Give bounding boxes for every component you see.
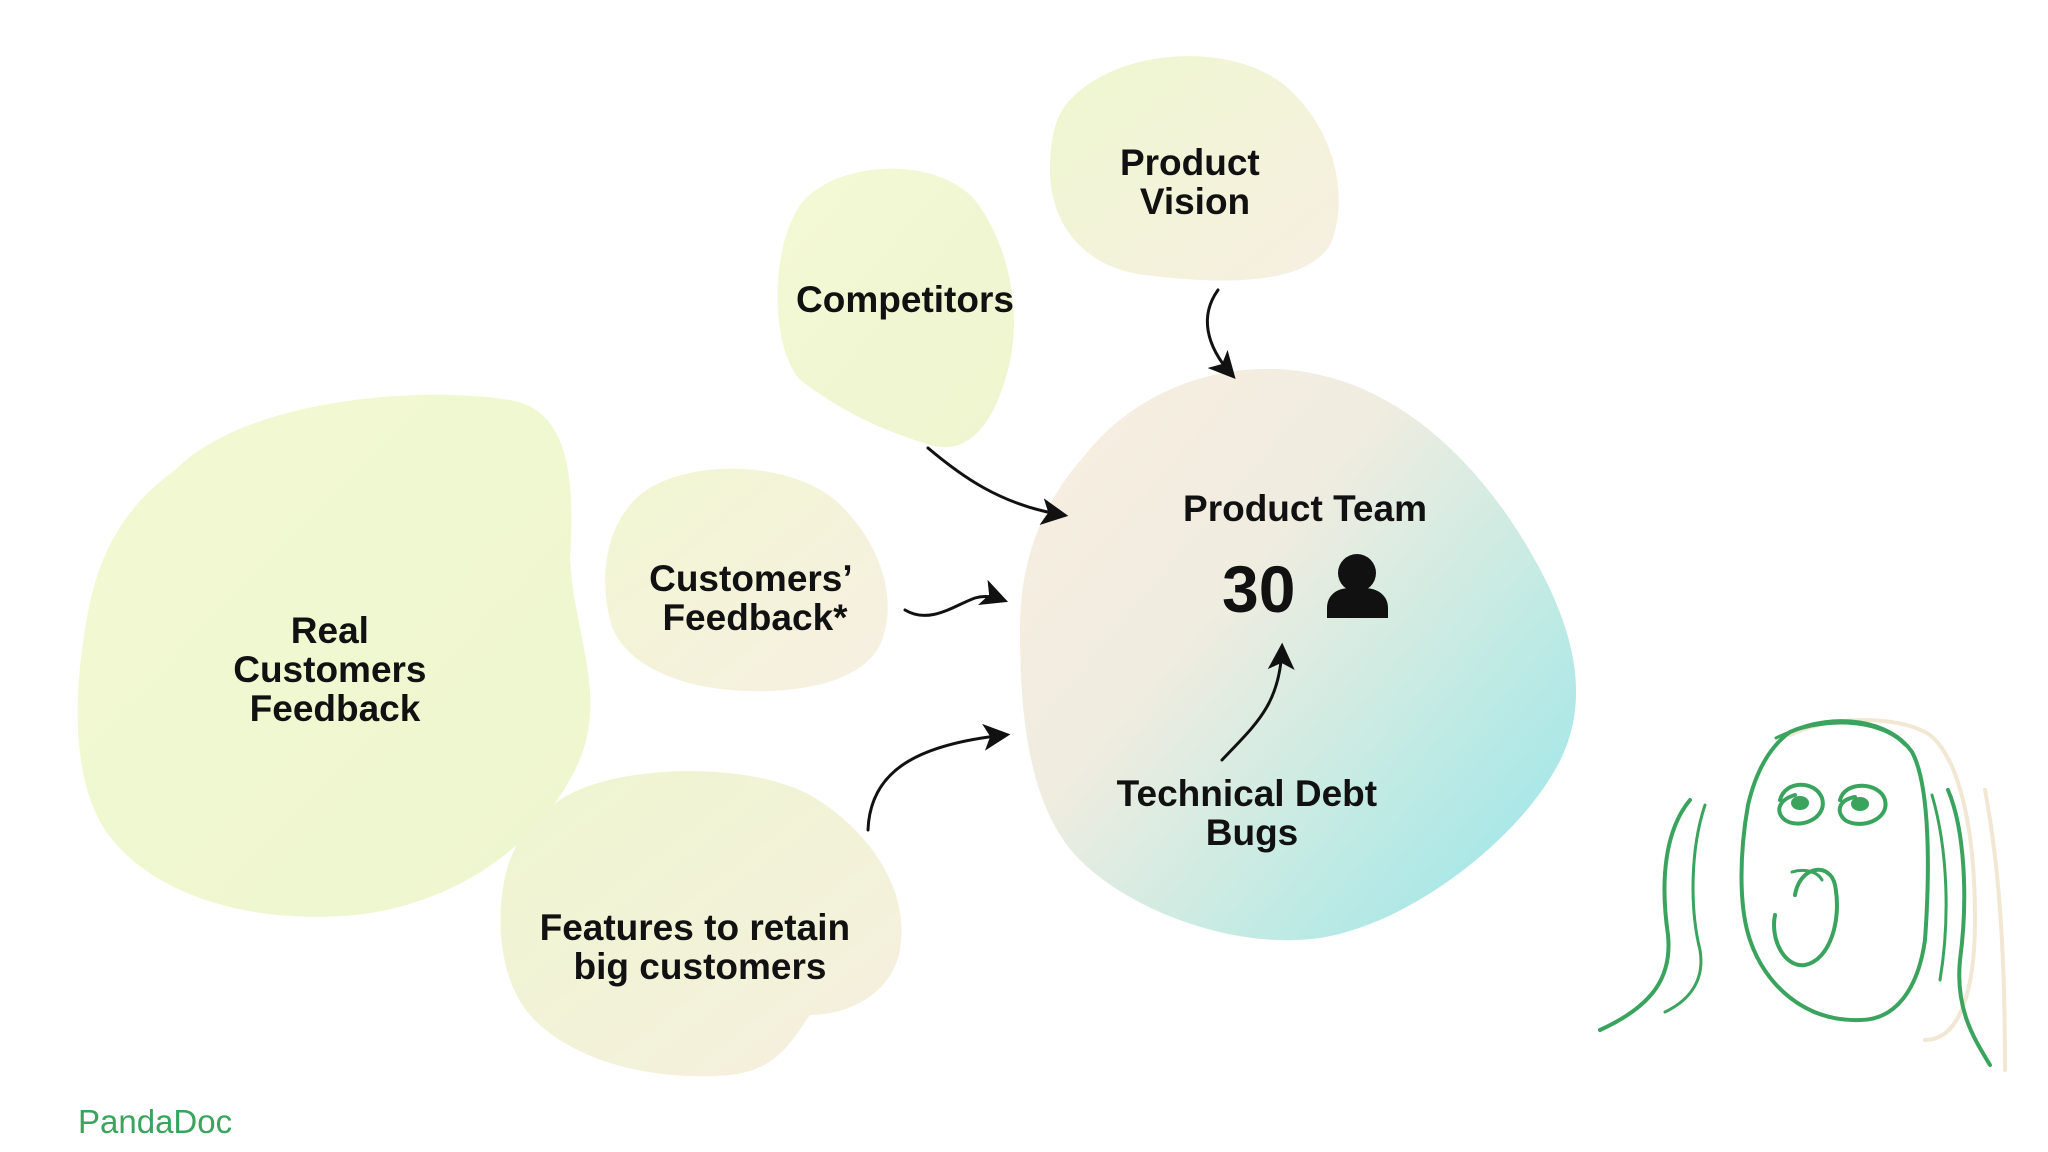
label-technical-debt-line-1: Technical Debt bbox=[1117, 773, 1377, 814]
arrow-customers-feedback-to-team bbox=[903, 579, 1009, 617]
arrows bbox=[866, 288, 1295, 832]
node-customers-feedback: Customers’ Feedback* bbox=[605, 468, 888, 692]
label-competitors: Competitors bbox=[796, 279, 1014, 320]
pandadoc-logo: PandaDoc bbox=[78, 1103, 232, 1140]
label-features-big-customers-line-2: big customers bbox=[574, 946, 827, 987]
face-shadow-stroke bbox=[1788, 718, 1977, 1042]
label-product-vision-line-2: Vision bbox=[1140, 181, 1250, 222]
label-technical-debt: Technical Debt Bugs bbox=[1117, 773, 1388, 853]
blob-customers-feedback bbox=[605, 468, 888, 692]
label-features-big-customers: Features to retain big customers bbox=[540, 907, 861, 987]
label-customers-feedback-line-1: Customers’ bbox=[649, 558, 851, 599]
face-hand-right bbox=[1946, 788, 1992, 1067]
face-mouth-inner bbox=[1790, 868, 1824, 882]
label-real-customers-feedback-line-2: Customers bbox=[233, 649, 426, 690]
face-eye-left bbox=[1777, 782, 1825, 826]
person-icon-body bbox=[1327, 588, 1388, 618]
face-mouth bbox=[1772, 867, 1839, 968]
label-technical-debt-line-2: Bugs bbox=[1206, 812, 1299, 853]
arrow-vision-to-team bbox=[1205, 288, 1236, 380]
face-shadow-hand-right bbox=[1983, 788, 2007, 1072]
face-hand-right-2 bbox=[1930, 793, 1948, 982]
arrow-tech-debt-to-team bbox=[1220, 642, 1295, 762]
arrow-competitors-to-team bbox=[926, 446, 1069, 525]
label-customers-feedback-line-2: Feedback* bbox=[662, 597, 848, 638]
node-real-customers-feedback: Real Customers Feedback bbox=[77, 394, 591, 917]
blob-competitors bbox=[777, 168, 1014, 448]
face-hand-left-2 bbox=[1663, 803, 1707, 1014]
product-team-title: Product Team bbox=[1183, 488, 1427, 529]
face-pupil-right bbox=[1851, 797, 1869, 811]
node-product-team: Product Team 30 bbox=[1020, 368, 1577, 941]
screaming-face-icon bbox=[1598, 718, 2007, 1072]
face-head-outline bbox=[1739, 719, 1930, 1023]
person-icon-head bbox=[1338, 554, 1376, 592]
face-hand-left bbox=[1598, 798, 1692, 1032]
node-features-big-customers: Features to retain big customers bbox=[500, 771, 902, 1077]
product-team-count: 30 bbox=[1222, 552, 1295, 626]
label-competitors-line-1: Competitors bbox=[796, 279, 1014, 320]
label-product-vision-line-1: Product bbox=[1120, 142, 1260, 183]
node-technical-debt: Technical Debt Bugs bbox=[1117, 773, 1388, 853]
label-real-customers-feedback: Real Customers Feedback bbox=[233, 610, 437, 729]
blob-real-customers-feedback bbox=[77, 394, 591, 917]
blob-features-big-customers bbox=[500, 771, 902, 1077]
label-product-vision: Product Vision bbox=[1120, 142, 1270, 222]
face-eye-right bbox=[1837, 783, 1888, 826]
arrow-features-to-team bbox=[866, 723, 1011, 832]
node-competitors: Competitors bbox=[777, 168, 1014, 448]
face-pupil-left bbox=[1791, 796, 1809, 810]
blob-product-vision bbox=[1050, 56, 1339, 281]
blob-product-team bbox=[1020, 368, 1577, 941]
face-head-outline-2 bbox=[1774, 721, 1907, 747]
person-icon bbox=[1327, 554, 1388, 618]
label-real-customers-feedback-line-3: Feedback bbox=[250, 688, 421, 729]
label-customers-feedback: Customers’ Feedback* bbox=[649, 558, 861, 638]
node-product-vision: Product Vision bbox=[1050, 56, 1339, 281]
label-real-customers-feedback-line-1: Real bbox=[291, 610, 369, 651]
label-features-big-customers-line-1: Features to retain bbox=[540, 907, 850, 948]
